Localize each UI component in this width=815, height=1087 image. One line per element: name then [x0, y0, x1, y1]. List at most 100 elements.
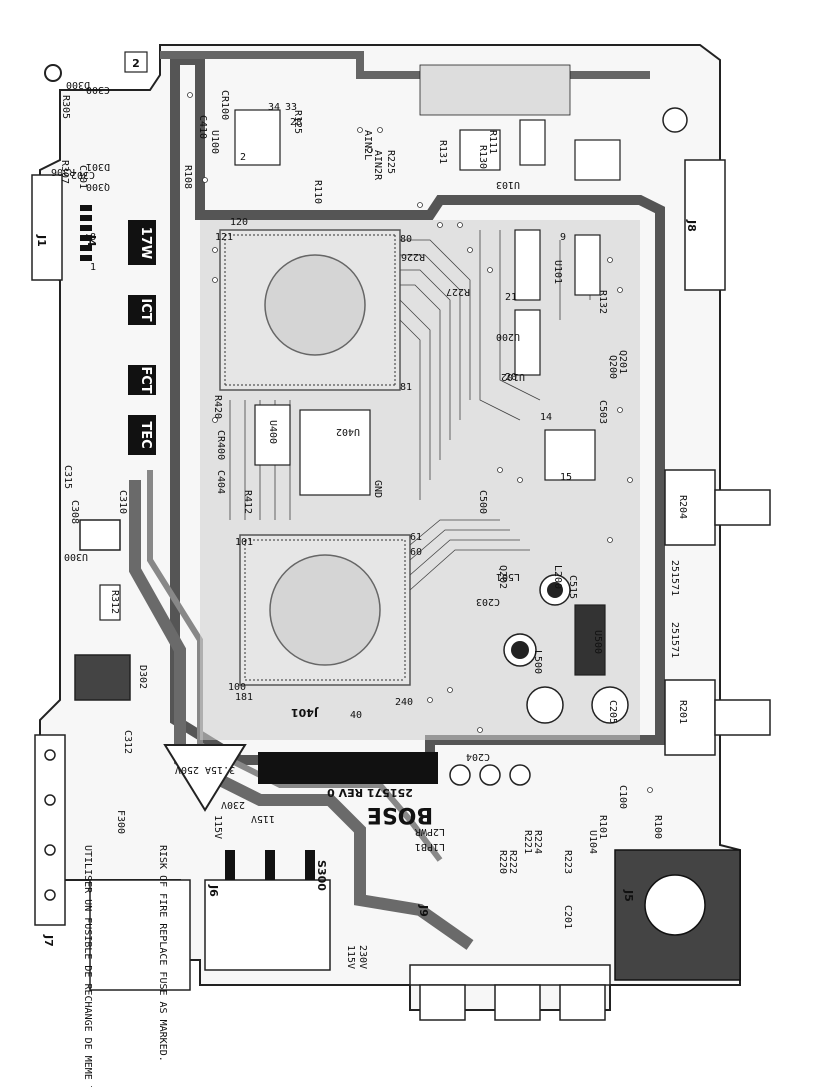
- pin-number: 240: [395, 697, 413, 708]
- connector-j4-pins: [80, 205, 92, 261]
- diode-bridge-d302: [74, 654, 131, 701]
- misc-label: R420: [212, 395, 223, 419]
- power-trace: [129, 480, 474, 950]
- connector-label-j5: J5: [622, 889, 635, 902]
- misc-label: R412: [242, 490, 253, 514]
- voltage-label-4: 230V: [357, 945, 368, 969]
- diode-label-d301: D301: [86, 161, 110, 172]
- misc-label: AIN2L: [362, 130, 373, 160]
- pin-number: 14: [540, 412, 552, 423]
- misc-label: F300: [115, 810, 126, 834]
- misc-label: C100: [617, 785, 628, 809]
- misc-label: R223: [562, 850, 573, 874]
- misc-label: L501: [496, 571, 520, 582]
- misc-label: R305: [60, 95, 71, 119]
- diode-label-cr400: CR400: [215, 430, 226, 460]
- cap-polarity: [547, 582, 563, 598]
- pin-number: 9: [560, 232, 566, 243]
- misc-label: R306: [51, 166, 75, 177]
- misc-label: C203: [476, 596, 500, 607]
- misc-label: C404: [215, 470, 226, 494]
- misc-label: C308: [69, 500, 80, 524]
- pin-number: 40: [350, 710, 362, 721]
- side-label-0: 17W: [138, 227, 153, 259]
- misc-label: Q200: [607, 355, 618, 379]
- chip-label-u100: U100: [209, 130, 220, 154]
- misc-label: R130: [477, 145, 488, 169]
- resistor-r312: [99, 584, 121, 621]
- pin-number: 181: [235, 692, 253, 703]
- pin-number: 61: [410, 532, 422, 543]
- connector-j6: [89, 879, 191, 991]
- pin-number: 1: [90, 262, 96, 273]
- chip-top-circle: [264, 254, 366, 356]
- connector-label-j401: J401: [291, 706, 319, 719]
- side-label-1: ICT: [138, 298, 153, 321]
- misc-label: R111: [487, 130, 498, 154]
- misc-label: R100: [652, 815, 663, 839]
- misc-label: Q202: [497, 565, 508, 589]
- mounting-hole: [44, 64, 62, 82]
- switch-s300: [204, 879, 331, 971]
- misc-label: R227: [446, 286, 470, 297]
- misc-label: GND: [372, 480, 383, 498]
- fuse-warning-fr: UTILISER UN FUSIBLE DE RECHANGE DE MEME …: [82, 845, 93, 1087]
- misc-label: R201: [677, 700, 688, 724]
- pin-number: 34: [268, 102, 280, 113]
- sheet-number-box: [124, 51, 148, 73]
- ground-trace-loop: [170, 55, 665, 765]
- connector-j4: [31, 174, 63, 281]
- chip-label-u500: U500: [592, 630, 603, 654]
- side-label-2: FCT: [138, 366, 153, 393]
- misc-label: C410: [197, 115, 208, 139]
- electrolytic-capacitors: [449, 107, 688, 786]
- potentiometers: [664, 469, 771, 756]
- misc-label: C300: [86, 84, 110, 95]
- misc-label: C500: [477, 490, 488, 514]
- misc-label: R204: [677, 495, 688, 519]
- power-trace-inner: [147, 470, 443, 862]
- chip-label-u103: U103: [496, 179, 520, 190]
- pin-number: 20: [505, 372, 517, 383]
- regulator-u300: [79, 519, 121, 551]
- misc-label: R220: [497, 850, 508, 874]
- side-label-3: TEC: [138, 421, 153, 448]
- pin-number: 81: [400, 382, 412, 393]
- pin-number: 101: [235, 537, 253, 548]
- warning-triangle: [163, 744, 247, 812]
- pin-number: 8: [90, 232, 96, 243]
- misc-label: Q300: [86, 181, 110, 192]
- din-connector-face: [644, 874, 706, 936]
- misc-label: R131: [437, 140, 448, 164]
- small-chips: [234, 109, 621, 676]
- rca-jacks: [409, 964, 611, 1021]
- fab-code: L1PB1: [415, 841, 445, 852]
- connector-j7-pins: [44, 749, 56, 901]
- misc-label: C515: [567, 575, 578, 599]
- pin-number: 21: [505, 292, 517, 303]
- diode-label-cr100: CR100: [219, 90, 230, 120]
- misc-label: R125: [292, 110, 303, 134]
- diode-label-d302: D302: [137, 665, 148, 689]
- cap-polarity: [511, 641, 529, 659]
- connector-label-j1: J1: [35, 234, 48, 247]
- resistor-array-top: [419, 64, 571, 116]
- misc-label: C205: [607, 700, 618, 724]
- misc-label: C302: [71, 169, 95, 180]
- chip-label-u402: U402: [336, 426, 360, 437]
- misc-label: AIN2R: [372, 150, 383, 181]
- connector-label-j7: J7: [42, 934, 55, 947]
- chip-bottom-circle: [269, 554, 381, 666]
- misc-label: C301: [77, 165, 88, 189]
- misc-label: C315: [62, 465, 73, 489]
- connector-label-j8: J8: [685, 219, 698, 232]
- chip-label-u300: U300: [64, 551, 88, 562]
- misc-label: R225: [385, 150, 396, 174]
- pin-number: 33: [285, 102, 297, 113]
- misc-label: C201: [562, 905, 573, 929]
- vias: [187, 92, 653, 793]
- voltage-label-1: 230V: [221, 799, 245, 810]
- pin-number: 121: [215, 232, 233, 243]
- component-labels: R305 R306 R307 C300 C301 C302 Q300 C315 …: [51, 84, 688, 929]
- side-part-number-0: 251571: [669, 560, 680, 596]
